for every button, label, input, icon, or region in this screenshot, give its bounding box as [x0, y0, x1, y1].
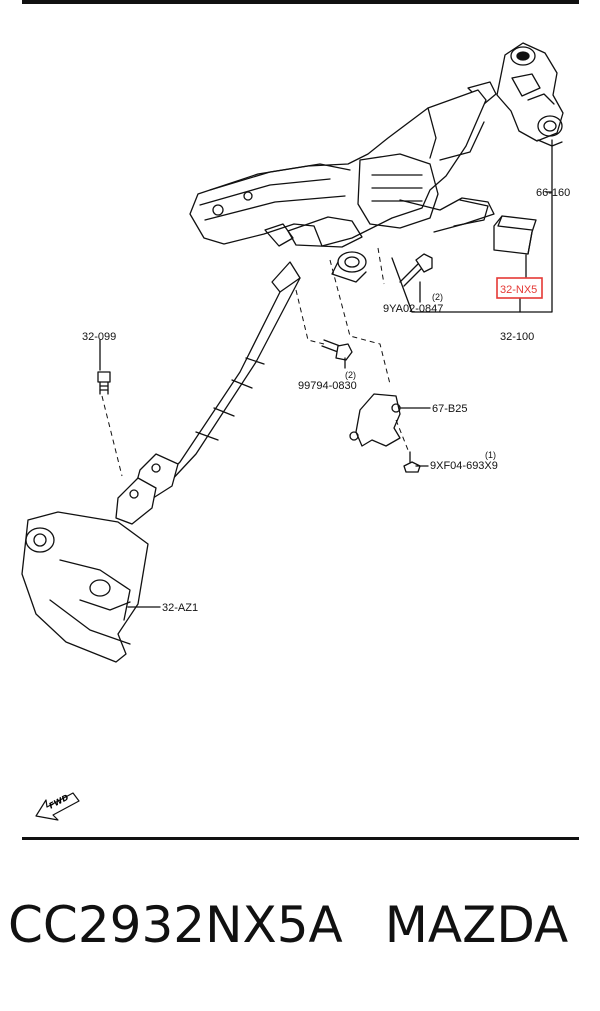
fwd-arrow-icon: FWD	[35, 792, 80, 821]
intermediate-shaft	[115, 261, 301, 525]
label-66-160: 66-160	[536, 187, 570, 199]
top-rule	[22, 0, 579, 4]
label-67-b25: 67-B25	[432, 403, 467, 415]
lower-bracket-part	[21, 511, 149, 663]
bolt-99794-part	[321, 339, 353, 361]
footer-caption: CC2932NX5A MAZDA	[8, 896, 598, 976]
label-99794: 99794-0830	[298, 380, 357, 392]
highlight-box	[496, 277, 543, 299]
label-9xf04: 9XF04-693X9	[430, 460, 498, 472]
ignition-lock-part	[496, 42, 564, 147]
brand-name: MAZDA	[384, 896, 569, 954]
collar-ring	[331, 251, 367, 283]
label-32-az1: 32-AZ1	[162, 602, 198, 614]
label-99794-qty: (2)	[345, 370, 356, 380]
bottom-rule	[22, 837, 579, 840]
steering-column-diagram: 66-160 32-NX5 32-100 (2) 9YA02-0847 32-0…	[21, 42, 570, 821]
bolt-9ya02-part	[399, 253, 433, 287]
label-9ya02-qty: (2)	[432, 292, 443, 302]
label-32-099: 32-099	[82, 331, 116, 343]
column-cover-part	[493, 215, 537, 255]
part-number: CC2932NX5A	[8, 896, 343, 954]
label-9ya02: 9YA02-0847	[383, 303, 443, 315]
bolt-32-099-part	[97, 371, 111, 395]
label-9xf04-qty: (1)	[485, 450, 496, 460]
label-32-100: 32-100	[500, 331, 534, 343]
bracket-67-b25-part	[349, 393, 401, 447]
clip-9xf04-part	[403, 451, 421, 473]
label-32-nx5: 32-NX5	[500, 284, 537, 296]
steering-column-housing	[189, 81, 497, 248]
